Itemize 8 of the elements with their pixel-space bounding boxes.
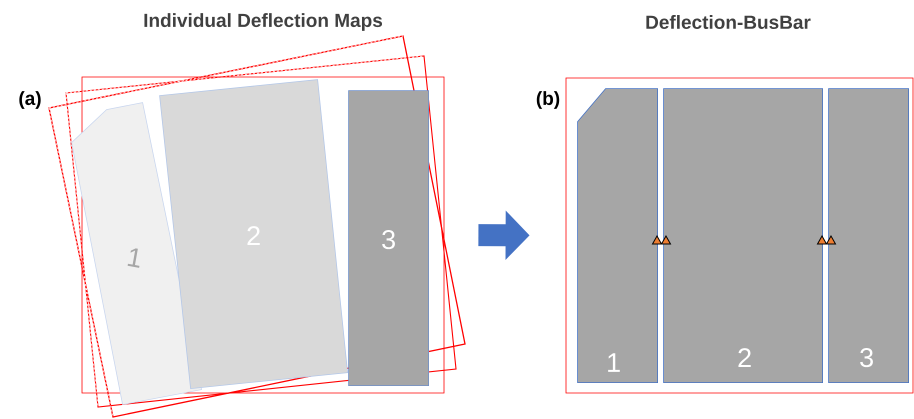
busbar-piece: 2 [663, 88, 823, 383]
busbar-piece: 1 [577, 88, 658, 383]
panel-label: (b) [536, 91, 560, 109]
busbar-piece: 3 [348, 90, 429, 386]
panel-title: Deflection-BusBar [646, 15, 811, 29]
busbar-piece: 3 [828, 88, 909, 383]
panel-label: (a) [19, 91, 41, 109]
panel-title: Individual Deflection Maps [144, 13, 382, 31]
